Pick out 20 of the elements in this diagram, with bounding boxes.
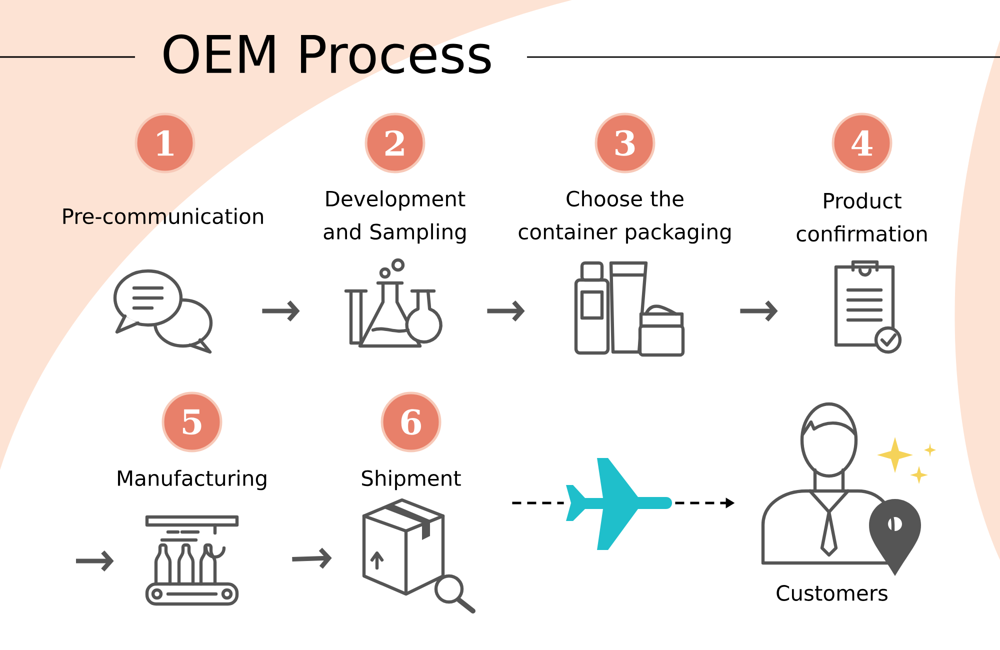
title: OEM Process bbox=[164, 34, 491, 74]
step-number-badge: 6 bbox=[380, 392, 442, 452]
step-label: Shipment bbox=[362, 470, 461, 490]
arrow bbox=[740, 300, 778, 322]
step-number-badge: 5 bbox=[162, 392, 222, 452]
step-label: Customers bbox=[776, 585, 888, 601]
step-label: Pre-communication bbox=[63, 208, 263, 224]
step-label: Manufacturing bbox=[118, 470, 266, 490]
arrow bbox=[262, 300, 300, 322]
step-number-badge: 3 bbox=[594, 112, 656, 174]
step-number-badge: 4 bbox=[832, 112, 892, 174]
step-label: Product confirmation bbox=[796, 192, 927, 242]
airplane-drawing bbox=[566, 458, 672, 550]
step-label: Choose the container packaging bbox=[518, 190, 730, 244]
arrow bbox=[76, 550, 114, 572]
step-label: Development and Sampling bbox=[324, 190, 466, 244]
arrow bbox=[487, 300, 525, 322]
arrow bbox=[292, 548, 332, 569]
step-number-badge: 1 bbox=[134, 112, 196, 174]
step-number-badge: 2 bbox=[364, 112, 426, 174]
